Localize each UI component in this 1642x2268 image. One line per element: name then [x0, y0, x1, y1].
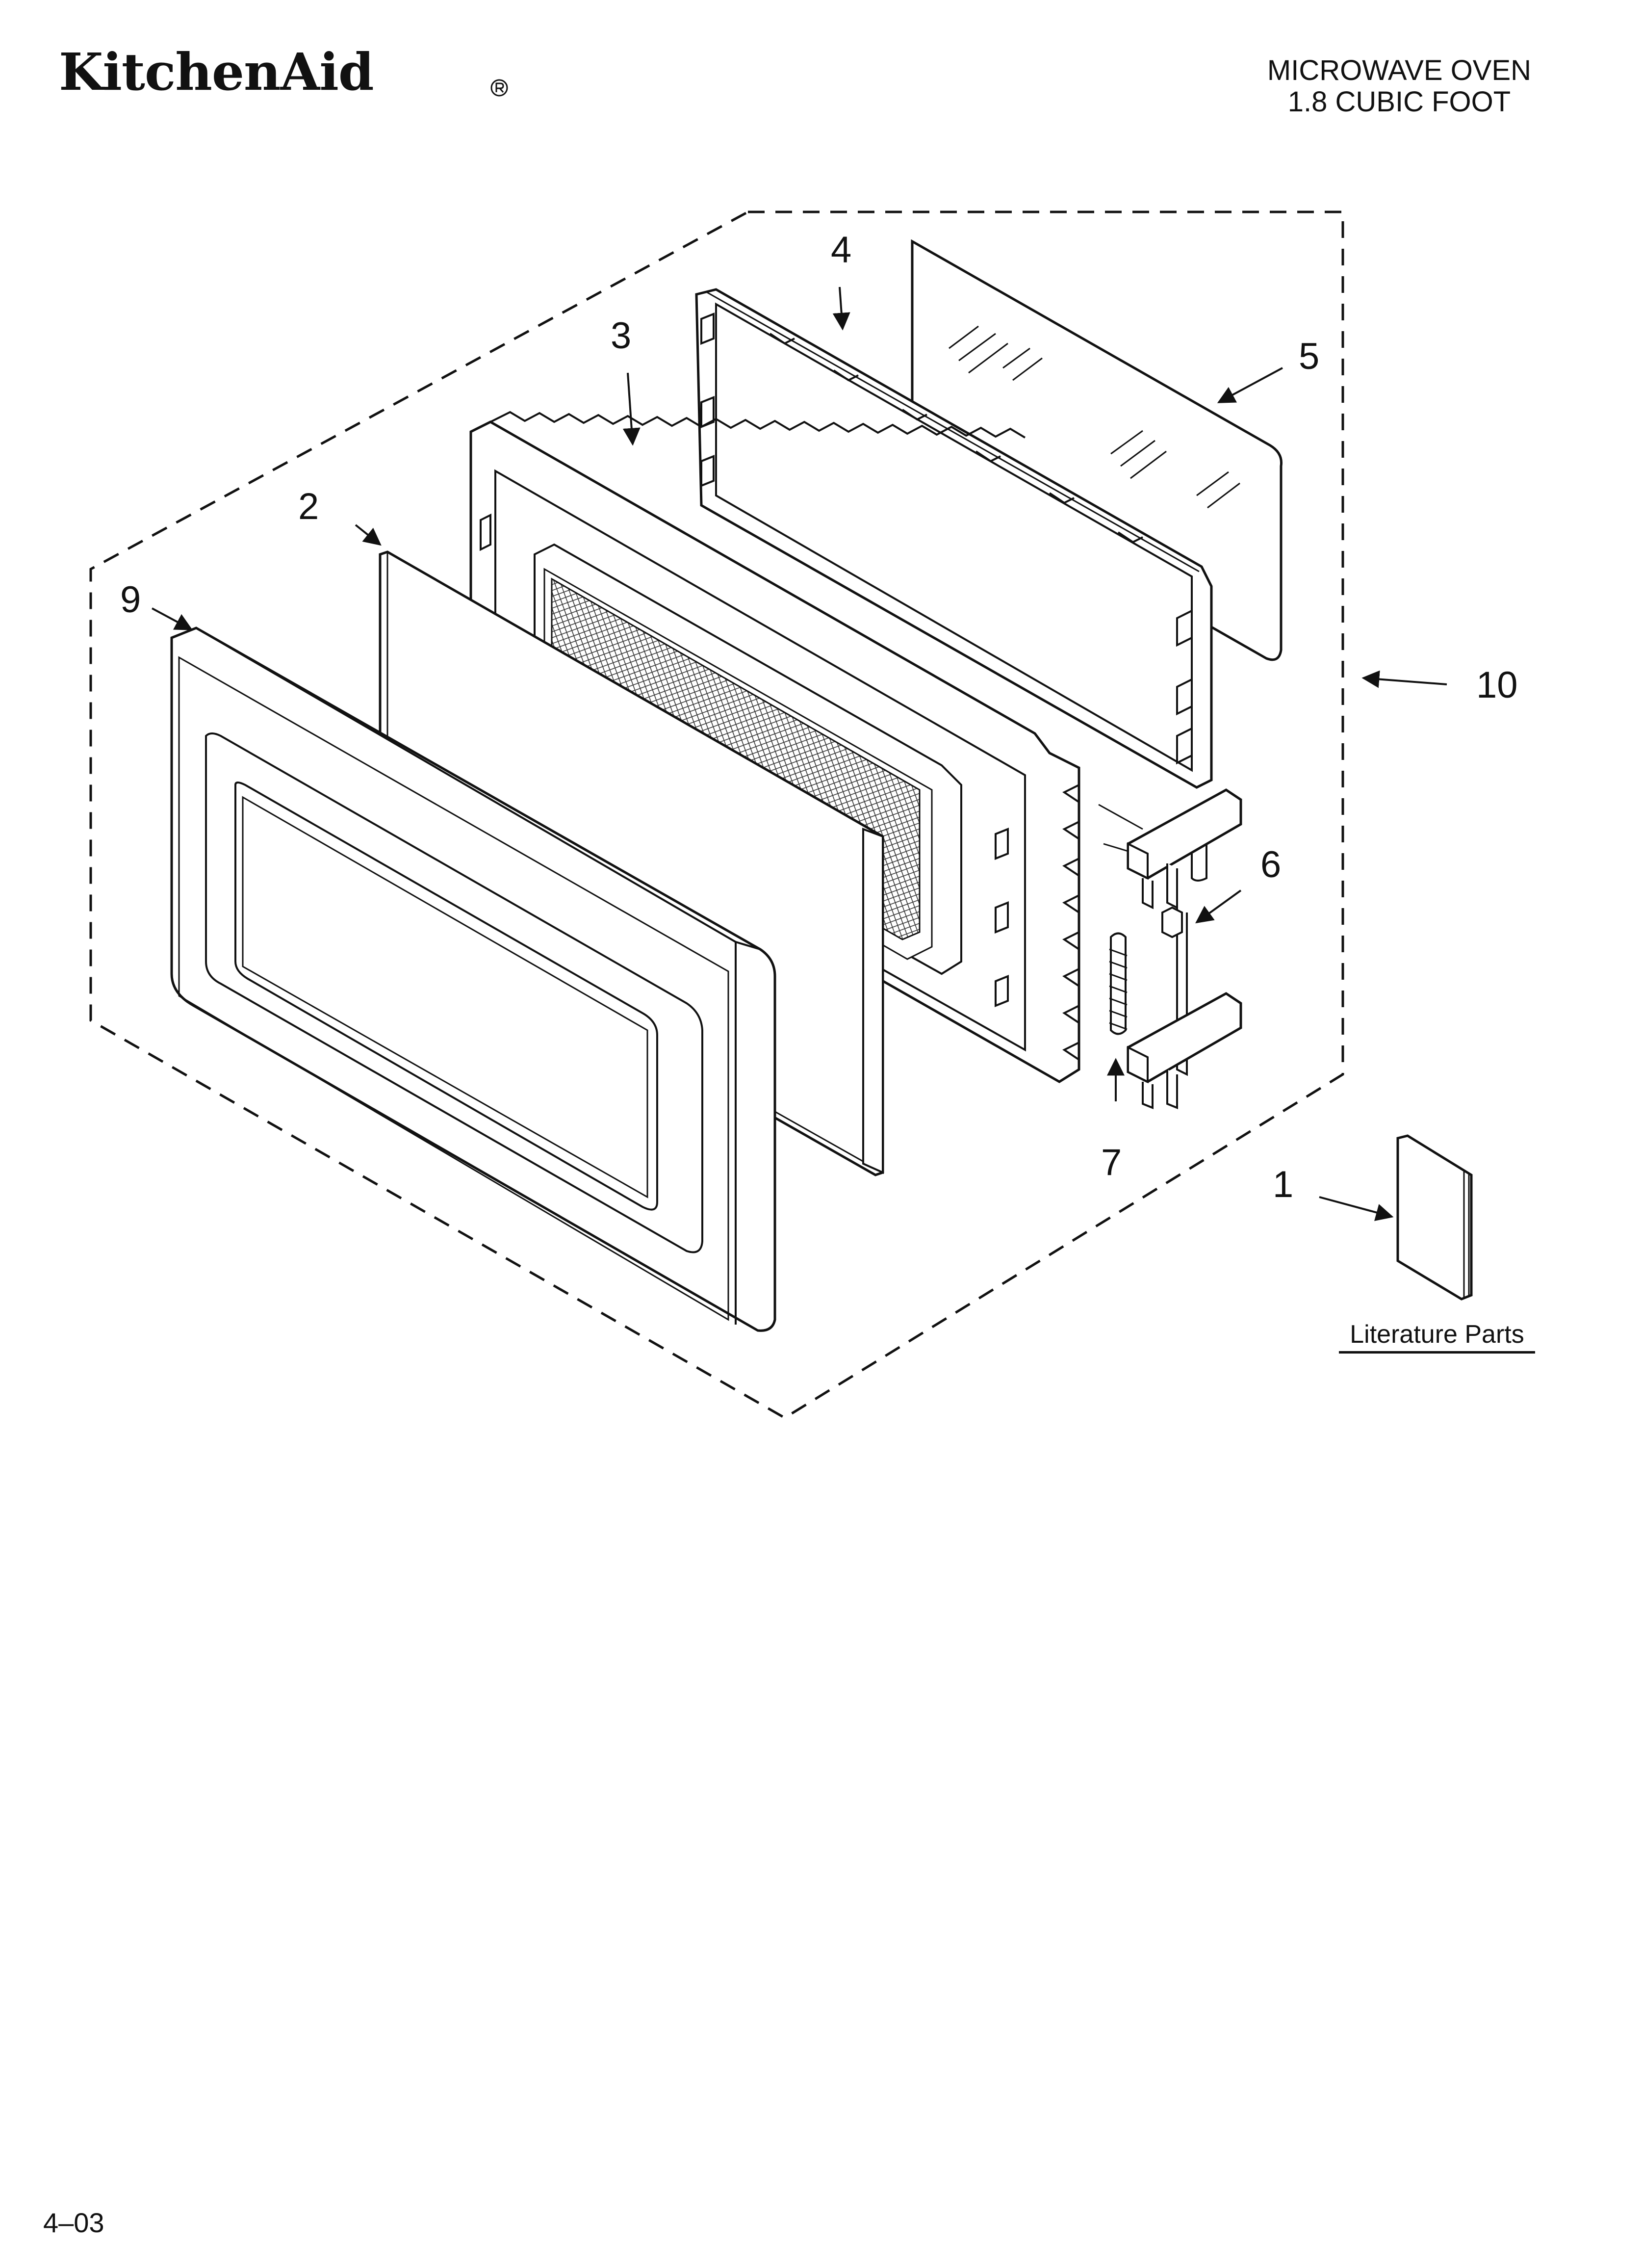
product-title: MICROWAVE OVEN 1.8 CUBIC FOOT	[1203, 55, 1595, 118]
brand-logo: KitchenAid	[59, 42, 508, 105]
part-7-spring	[1109, 932, 1128, 1035]
callout-9: 9	[120, 579, 141, 621]
callout-3: 3	[611, 315, 631, 357]
part-1-literature-booklet	[1396, 1134, 1473, 1301]
callout-7: 7	[1101, 1142, 1122, 1183]
callout-5: 5	[1299, 336, 1319, 377]
callout-6: 6	[1260, 844, 1281, 886]
literature-parts-label: Literature Parts	[1339, 1320, 1535, 1354]
assembly-boundary	[89, 210, 1344, 1419]
part-6-latch	[1098, 788, 1242, 1109]
callout-4: 4	[831, 229, 851, 271]
part-5-glass-panel	[911, 239, 1283, 661]
exploded-parts-diagram: 4 3 2 9 5 10 6 7 1	[89, 210, 1518, 1419]
callout-arrows	[152, 287, 1447, 1221]
callout-2: 2	[298, 486, 319, 527]
product-title-line1: MICROWAVE OVEN	[1267, 54, 1532, 86]
page-code: 4–03	[43, 2207, 104, 2238]
part-9-door-front	[170, 626, 776, 1332]
brand-name: KitchenAid	[59, 42, 374, 102]
part-4-inner-frame	[695, 288, 1213, 789]
registered-mark-icon	[490, 79, 508, 97]
callout-10: 10	[1476, 664, 1518, 706]
product-title-line2: 1.8 CUBIC FOOT	[1287, 86, 1511, 118]
callout-1: 1	[1273, 1164, 1293, 1205]
